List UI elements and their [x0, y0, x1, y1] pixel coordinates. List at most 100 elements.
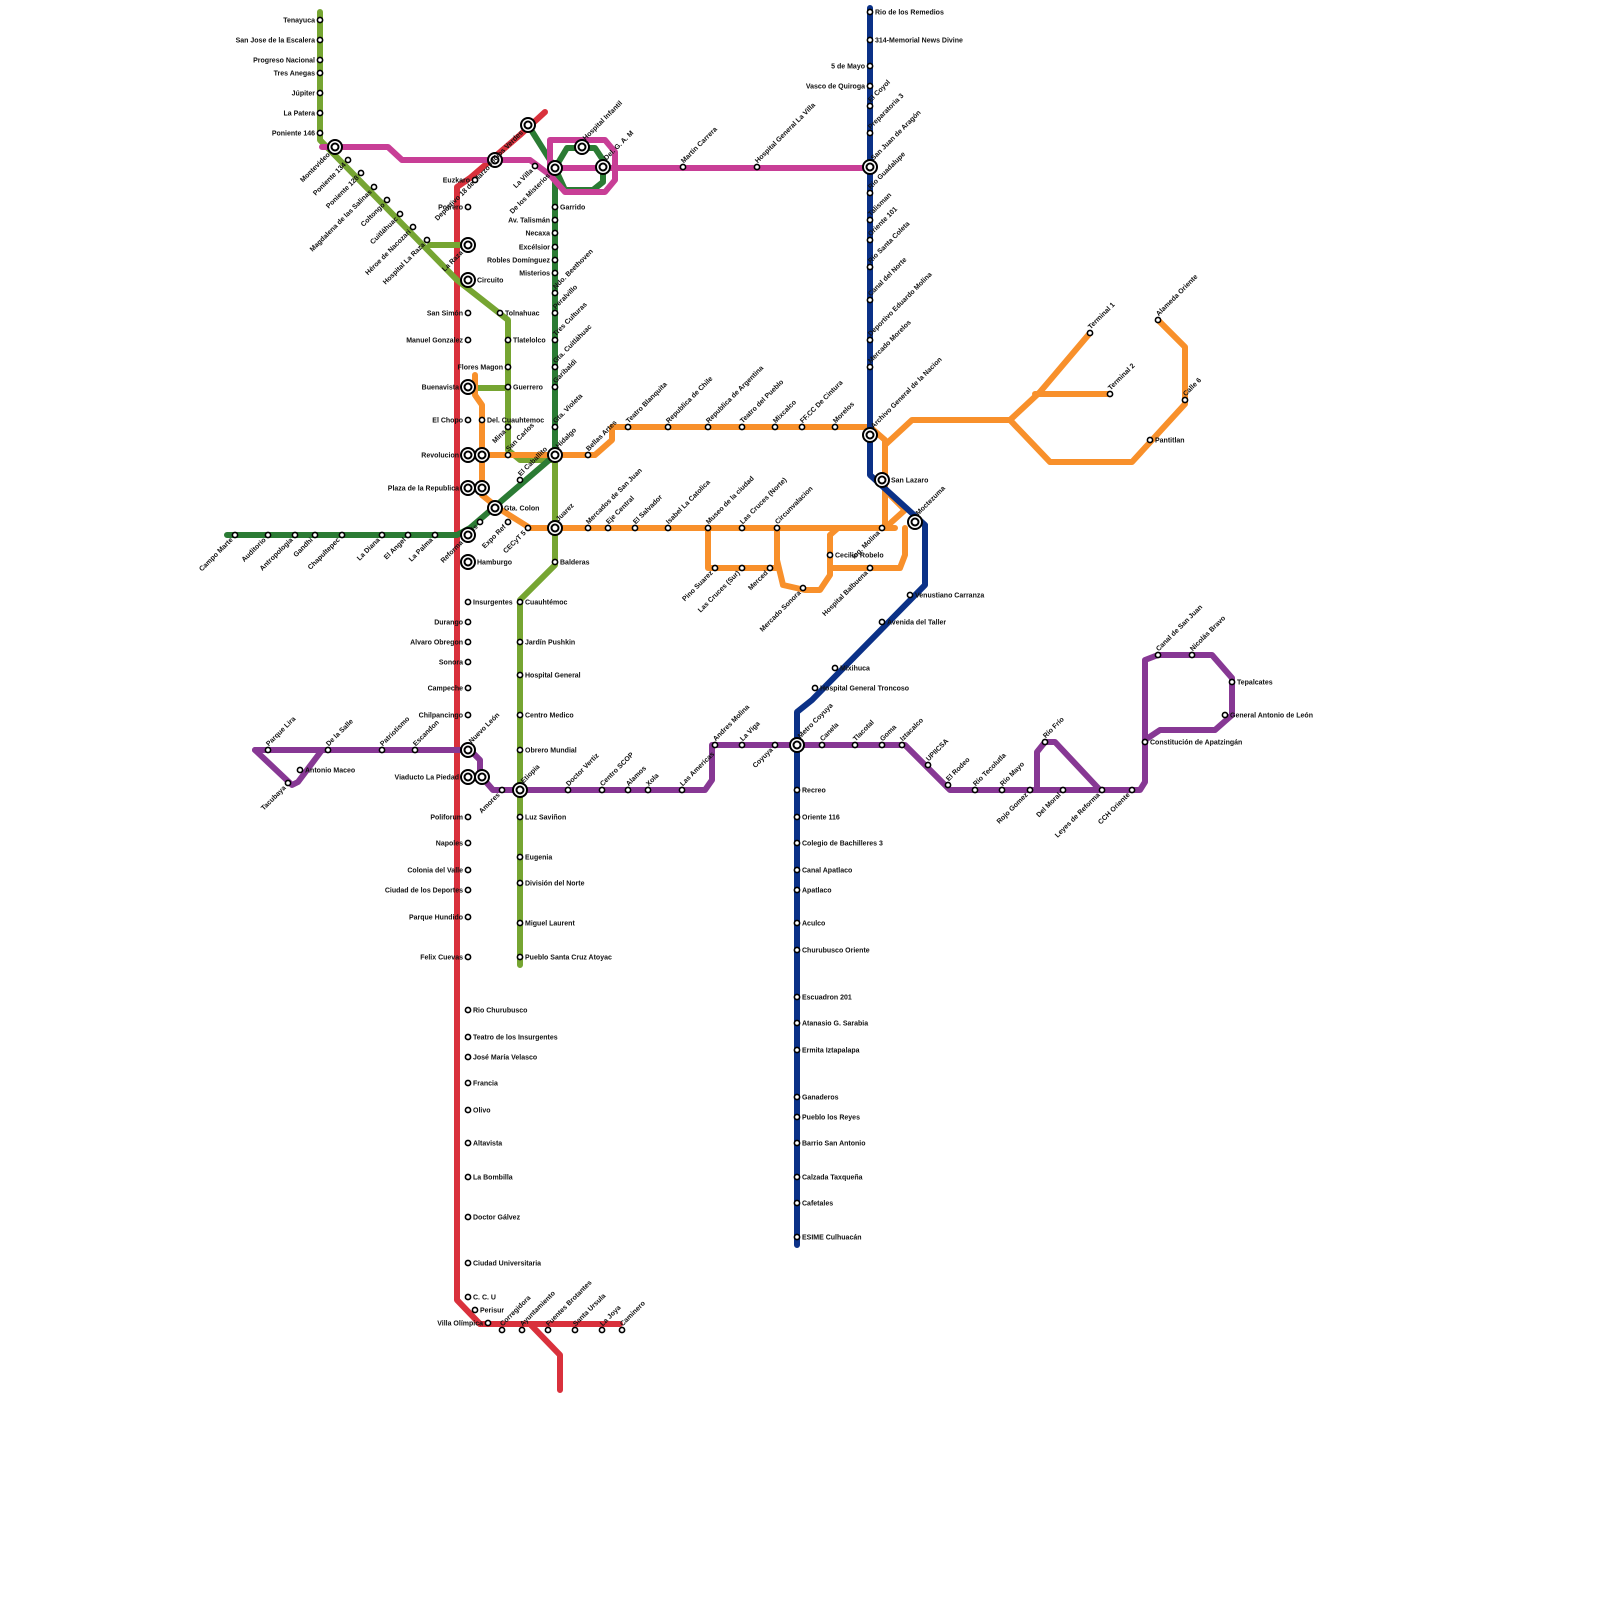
station[interactable]: Calzada Taxqueña: [793, 1173, 863, 1182]
station-marker[interactable]: [378, 746, 386, 754]
station[interactable]: Chapultepec: [307, 531, 346, 571]
station-marker[interactable]: [866, 189, 874, 197]
station-marker[interactable]: [551, 203, 559, 211]
station[interactable]: Tacubaya: [260, 779, 292, 812]
station-marker[interactable]: [544, 1326, 552, 1334]
station[interactable]: Robles Domínguez: [487, 256, 559, 265]
station-marker[interactable]: [866, 236, 874, 244]
station-marker[interactable]: [504, 451, 512, 459]
station[interactable]: Del. Cuauhtemoc: [478, 416, 544, 425]
station-marker[interactable]: [551, 243, 559, 251]
station-marker[interactable]: [316, 69, 324, 77]
station[interactable]: Circunvalacion: [773, 485, 815, 532]
station-marker[interactable]: [753, 163, 761, 171]
station[interactable]: Cafetales: [793, 1199, 833, 1208]
station[interactable]: Vasco de Quiroga: [806, 82, 874, 91]
station-marker[interactable]: [1154, 651, 1162, 659]
station-marker[interactable]: [866, 263, 874, 271]
station-marker[interactable]: [924, 761, 932, 769]
station-marker[interactable]: [296, 766, 304, 774]
station-marker[interactable]: [464, 839, 472, 847]
station[interactable]: Escuadron 201: [793, 993, 852, 1002]
station-marker[interactable]: [831, 664, 839, 672]
station-marker[interactable]: [664, 423, 672, 431]
station-marker[interactable]: [316, 109, 324, 117]
station-marker[interactable]: [1059, 786, 1067, 794]
station-marker[interactable]: [604, 524, 612, 532]
station-marker[interactable]: [793, 1139, 801, 1147]
station[interactable]: Chilpancingo: [419, 711, 472, 720]
station-marker[interactable]: [793, 1233, 801, 1241]
station-marker[interactable]: [1128, 786, 1136, 794]
station-marker[interactable]: [644, 786, 652, 794]
station[interactable]: Euzkaro: [443, 176, 479, 185]
station[interactable]: Campo Marte: [198, 531, 239, 573]
station-marker[interactable]: [498, 786, 506, 794]
station[interactable]: Plaza de la Republica: [388, 480, 476, 496]
station[interactable]: Ermita Iztapalapa: [793, 1046, 860, 1055]
station[interactable]: Tres Anegas: [274, 69, 324, 78]
station-marker[interactable]: [464, 1173, 472, 1181]
station-marker[interactable]: [464, 203, 472, 211]
station-marker[interactable]: [898, 741, 906, 749]
line-orange-sonora[interactable]: [774, 525, 908, 593]
station[interactable]: Francia: [464, 1079, 498, 1088]
station-marker[interactable]: [738, 564, 746, 572]
station-marker[interactable]: [1098, 786, 1106, 794]
station-marker[interactable]: [264, 531, 272, 539]
station-marker[interactable]: [551, 558, 559, 566]
station-marker[interactable]: [998, 786, 1006, 794]
line-orange-revolucion[interactable]: [479, 424, 888, 531]
station[interactable]: Nuevo León: [460, 712, 501, 758]
station-marker[interactable]: [679, 163, 687, 171]
station-marker[interactable]: [484, 1319, 492, 1327]
station[interactable]: ESIME Culhuacán: [793, 1233, 862, 1242]
station-marker[interactable]: [464, 336, 472, 344]
station-marker[interactable]: [598, 786, 606, 794]
station[interactable]: Miguel Laurent: [516, 919, 575, 928]
station[interactable]: Ganaderos: [793, 1093, 839, 1102]
station-marker[interactable]: [531, 162, 539, 170]
station-marker[interactable]: [316, 56, 324, 64]
station-marker[interactable]: [464, 866, 472, 874]
station[interactable]: Sonora: [439, 658, 472, 667]
station[interactable]: Doctor Vertiz: [564, 752, 601, 794]
station[interactable]: Rio de los Remedios: [866, 8, 944, 17]
station[interactable]: Leyes de Reforma: [1054, 786, 1106, 839]
station-marker[interactable]: [793, 946, 801, 954]
station[interactable]: Alvaro Obregon: [410, 638, 472, 647]
station[interactable]: 314-Memorial News Divine: [866, 36, 963, 45]
station[interactable]: Alameda Oriente: [1154, 274, 1200, 324]
station[interactable]: Avenida del Taller: [878, 618, 946, 627]
station[interactable]: Napoles: [436, 839, 472, 848]
station[interactable]: Nicolás Bravo: [1188, 615, 1227, 659]
station-marker[interactable]: [866, 62, 874, 70]
station[interactable]: Jardín Pushkin: [516, 638, 575, 647]
station[interactable]: Canal Apatlaco: [793, 866, 852, 875]
station-marker[interactable]: [464, 886, 472, 894]
station[interactable]: Las Cruces (Sur): [697, 564, 746, 614]
station-marker[interactable]: [866, 82, 874, 90]
station-marker[interactable]: [423, 236, 431, 244]
station-marker[interactable]: [793, 839, 801, 847]
station[interactable]: C. C. U: [464, 1293, 496, 1302]
station-marker[interactable]: [793, 1046, 801, 1054]
station[interactable]: Insurgentes: [464, 598, 513, 607]
station-marker[interactable]: [1026, 786, 1034, 794]
station-marker[interactable]: [464, 416, 472, 424]
station[interactable]: Terminal 2: [1106, 362, 1137, 398]
station[interactable]: Pantitlan: [1146, 436, 1185, 445]
station[interactable]: [474, 480, 490, 496]
station[interactable]: Oriente 116: [793, 813, 840, 822]
station[interactable]: Antropologia: [259, 531, 299, 573]
station[interactable]: Luz Saviñon: [516, 813, 566, 822]
station-marker[interactable]: [404, 531, 412, 539]
station[interactable]: San Simón: [427, 309, 472, 318]
station-marker[interactable]: [504, 383, 512, 391]
station-marker[interactable]: [944, 781, 952, 789]
station[interactable]: El Chopo: [432, 416, 472, 425]
station[interactable]: Poliforum: [430, 813, 472, 822]
station-marker[interactable]: [504, 363, 512, 371]
station[interactable]: Pueblo los Reyes: [793, 1113, 860, 1122]
station-marker[interactable]: [771, 741, 779, 749]
